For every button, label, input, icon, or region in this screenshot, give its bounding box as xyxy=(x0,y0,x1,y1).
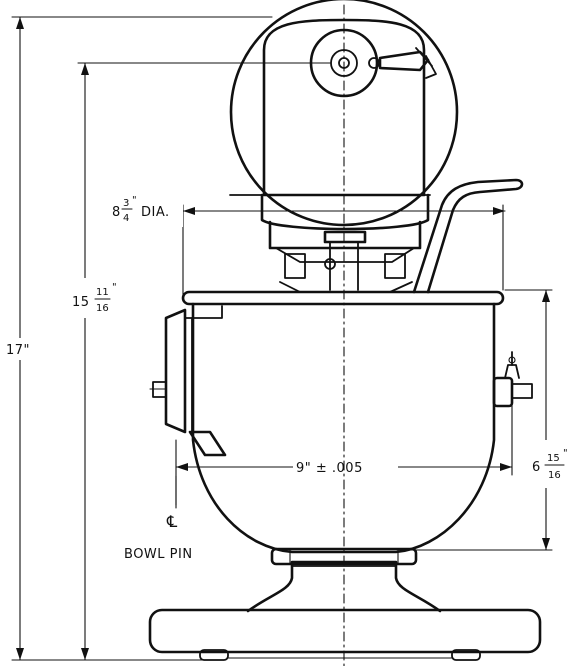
head-diameter-whole: 8 xyxy=(112,205,121,220)
head-diameter-dimension: 8 3 4 " DIA. xyxy=(108,195,506,301)
bowl-width-label: 9" ± .005 xyxy=(296,461,363,476)
bowl-height-numerator: 15 xyxy=(547,453,560,464)
svg-text:": " xyxy=(112,282,117,293)
body-height-numerator: 11 xyxy=(96,287,109,298)
head-diameter-numerator: 3 xyxy=(123,198,129,209)
body-height-dimension: 15 11 16 " xyxy=(70,62,331,661)
mixer-column-arm xyxy=(412,178,524,294)
bowl-pin-callout: ℄ BOWL PIN xyxy=(124,475,193,562)
body-height-whole: 15 xyxy=(72,295,90,310)
motor-head xyxy=(229,0,459,293)
head-diameter-denominator: 4 xyxy=(123,213,129,224)
centerline-symbol: ℄ xyxy=(166,512,178,531)
bowl-height-denominator: 16 xyxy=(548,470,561,481)
bowl-pin-label: BOWL PIN xyxy=(124,547,193,562)
svg-text:": " xyxy=(563,448,568,459)
bowl-width-dimension: 9" ± .005 xyxy=(175,399,513,506)
head-diameter-suffix: DIA. xyxy=(141,205,170,220)
overall-height-dimension: 17" xyxy=(6,16,273,661)
mixing-bowl xyxy=(149,290,533,554)
bowl-height-whole: 6 xyxy=(532,460,541,475)
bowl-height-dimension: 6 15 16 " xyxy=(399,289,574,551)
overall-height-label: 17" xyxy=(6,343,30,358)
body-height-denominator: 16 xyxy=(96,303,109,314)
mixer-base xyxy=(148,547,542,661)
svg-text:": " xyxy=(132,195,137,206)
